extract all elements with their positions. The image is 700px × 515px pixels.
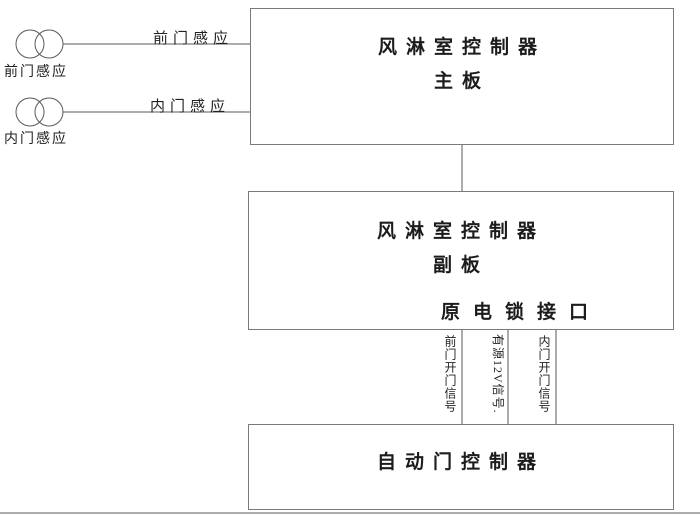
inner-door-open-signal-label: 内门开门信号 <box>537 335 551 413</box>
sub-board-box: 风淋室控制器 副板 原电锁接口 <box>248 191 674 330</box>
door-controller-box: 自动门控制器 <box>248 424 674 510</box>
sub-board-title-line2: 副板 <box>432 254 489 276</box>
power-12v-signal-label: 有源12V信号. <box>491 334 505 414</box>
front-door-wire-label: 前门感应 <box>153 31 234 47</box>
main-board-box: 风淋室控制器 主板 <box>250 8 674 145</box>
sub-board-title-line1: 风淋室控制器 <box>376 220 545 242</box>
lock-interface-label: 原电锁接口 <box>441 302 602 323</box>
main-board-title-line2: 主板 <box>433 70 490 92</box>
door-controller-title: 自动门控制器 <box>376 452 545 473</box>
front-door-sensor-label: 前门感应 <box>4 65 68 80</box>
inner-door-sensor-icon <box>15 97 64 127</box>
front-door-open-signal-label: 前门开门信号 <box>443 335 457 413</box>
inner-door-wire-label: 内门感应 <box>150 99 231 115</box>
front-door-sensor-icon <box>15 29 64 59</box>
main-board-title-line1: 风淋室控制器 <box>377 36 546 58</box>
inner-door-sensor-label: 内门感应 <box>4 132 68 147</box>
